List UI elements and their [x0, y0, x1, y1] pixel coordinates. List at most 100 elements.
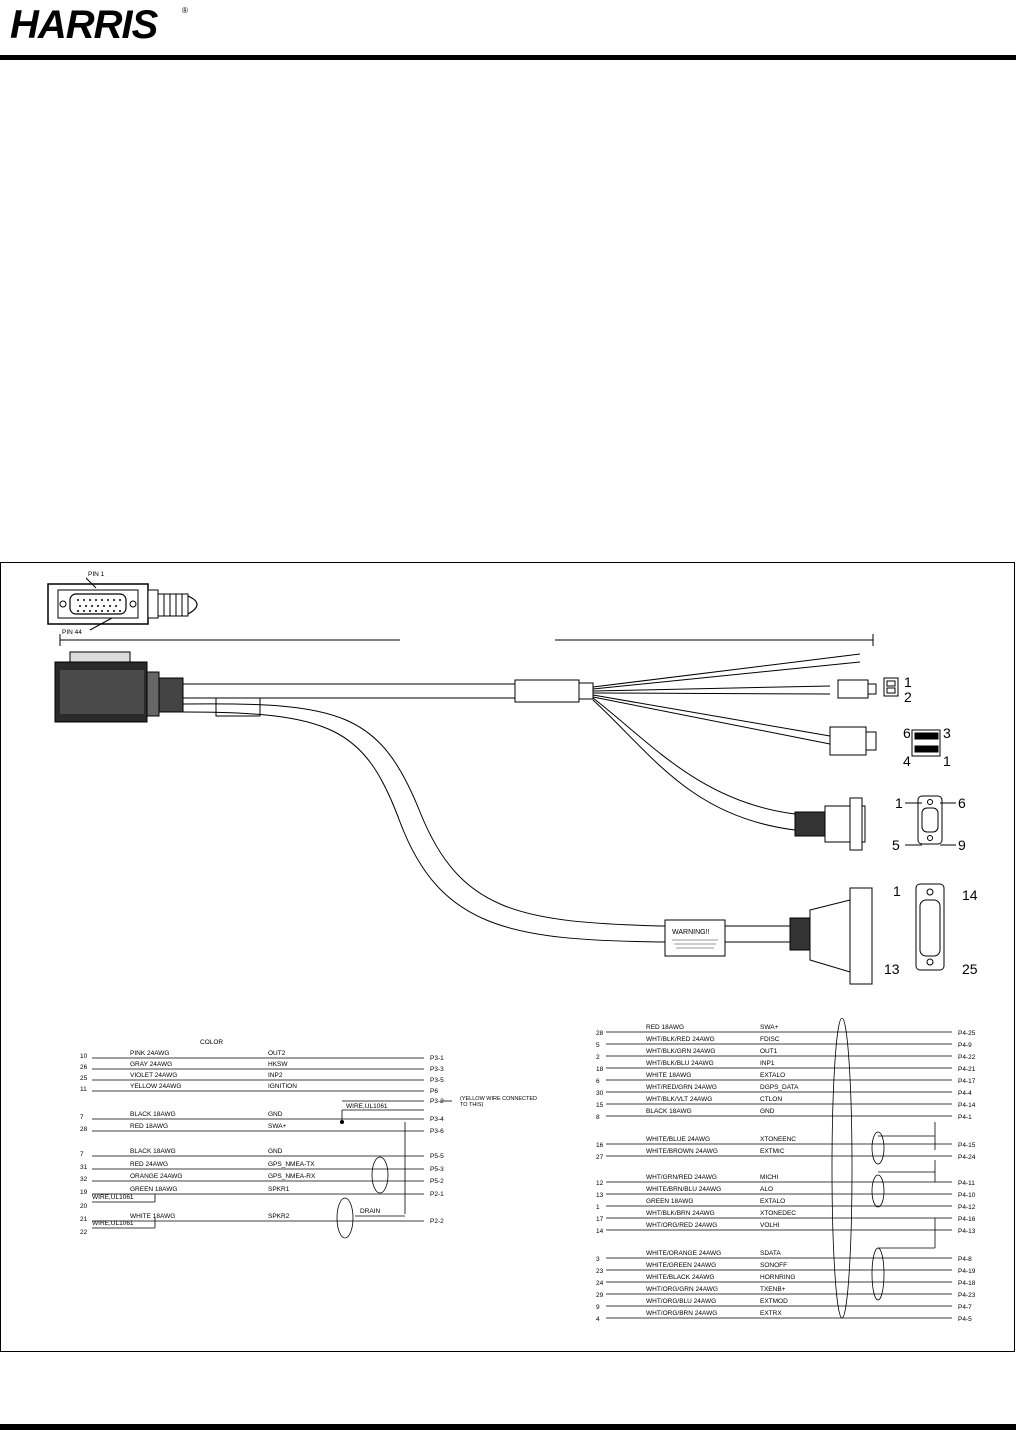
six-pin-4: 4	[903, 753, 911, 769]
right-row-dest: P4-9	[958, 1042, 972, 1049]
left-row-dest: P5-5	[430, 1153, 444, 1160]
db9-pin-5: 5	[892, 837, 900, 853]
power-pin-1: 1	[904, 674, 912, 690]
color-header: COLOR	[200, 1039, 223, 1046]
right-row-pin: 4	[596, 1316, 600, 1323]
right-row-signal: EXTALO	[760, 1198, 785, 1205]
left-row-dest: P5-3	[430, 1166, 444, 1173]
right-row-pin: 15	[596, 1102, 604, 1109]
left-row-signal: GPS_NMEA-TX	[268, 1161, 315, 1168]
wire-ul-label: WIRE,UL1061	[346, 1103, 388, 1110]
right-row-pin: 24	[596, 1280, 604, 1287]
six-pin-plug-icon	[829, 726, 941, 757]
left-row-pin: 10	[80, 1053, 88, 1060]
two-pin-plug-icon	[837, 677, 899, 699]
right-row-signal: SWA+	[760, 1024, 779, 1031]
right-row-wire: BLACK 18AWG	[646, 1108, 692, 1115]
right-row-dest: P4-16	[958, 1216, 976, 1223]
db44-connector-icon	[47, 577, 198, 631]
left-row-signal: IGNITION	[268, 1083, 297, 1090]
six-pin-1: 1	[943, 753, 951, 769]
right-row-signal: SDATA	[760, 1250, 781, 1257]
right-row-pin: 2	[596, 1054, 600, 1061]
right-row-wire: WHITE/BLUE 24AWG	[646, 1136, 710, 1143]
right-row-wire: WHT/ORG/BLU 24AWG	[646, 1298, 716, 1305]
right-row-signal: EXTRX	[760, 1310, 782, 1317]
right-row-pin: 27	[596, 1154, 604, 1161]
right-row-wire: WHT/BLK/BRN 24AWG	[646, 1210, 715, 1217]
left-row-wire: BLACK 18AWG	[130, 1111, 176, 1118]
right-row-dest: P4-10	[958, 1192, 976, 1199]
right-row-wire: WHITE/ORANGE 24AWG	[646, 1250, 721, 1257]
right-row-dest: P4-25	[958, 1030, 976, 1037]
pin-1-label: PIN 1	[88, 571, 105, 578]
yellow-wire-note-2: TO THIS)	[460, 1102, 483, 1108]
right-row-signal: GND	[760, 1108, 775, 1115]
right-row-signal: MICHI	[760, 1174, 779, 1181]
six-pin-6: 6	[903, 725, 911, 741]
right-row-dest: P4-5	[958, 1316, 972, 1323]
left-row-dest: P3-5	[430, 1077, 444, 1084]
right-row-signal: FDISC	[760, 1036, 780, 1043]
right-row-signal: XTONEDEC	[760, 1210, 796, 1217]
right-row-signal: CTLON	[760, 1096, 782, 1103]
right-row-signal: VOLHI	[760, 1222, 780, 1229]
right-row-dest: P4-24	[958, 1154, 976, 1161]
left-row-pin: 32	[80, 1176, 88, 1183]
left-row-pin: 20	[80, 1203, 88, 1210]
db9-connector-icon	[794, 795, 943, 851]
right-row-dest: P4-22	[958, 1054, 976, 1061]
right-row-signal: ALO	[760, 1186, 773, 1193]
right-extra-wires	[831, 1018, 936, 1319]
left-extra-wires	[92, 1100, 452, 1239]
right-row-wire: WHT/BLK/RED 24AWG	[646, 1036, 715, 1043]
left-row-signal: GPS_NMEA-RX	[268, 1173, 316, 1180]
left-row-dest: P3-6	[430, 1128, 444, 1135]
registered-mark: ®	[182, 6, 188, 15]
right-row-pin: 5	[596, 1042, 600, 1049]
right-row-signal: EXTMOD	[760, 1298, 788, 1305]
power-pin-2: 2	[904, 689, 912, 705]
right-row-signal: TXENB+	[760, 1286, 786, 1293]
cable-trunk	[182, 653, 861, 943]
harris-logo: HARRIS ®	[6, 0, 196, 52]
drain-label: DRAIN	[360, 1208, 381, 1215]
right-row-dest: P4-11	[958, 1180, 975, 1187]
warning-tag: WARNING!!	[664, 919, 726, 957]
left-row-dest: P6	[430, 1088, 438, 1095]
right-row-signal: HORNRING	[760, 1274, 795, 1281]
right-row-pin: 13	[596, 1192, 604, 1199]
left-row-pin: 22	[80, 1229, 88, 1236]
right-row-pin: 29	[596, 1292, 604, 1299]
right-row-dest: P4-4	[958, 1090, 972, 1097]
right-row-dest: P4-21	[958, 1066, 976, 1073]
right-row-dest: P4-23	[958, 1292, 976, 1299]
left-row-pin: 11	[80, 1086, 87, 1093]
warning-label: WARNING!!	[672, 929, 710, 936]
drawing-frame	[0, 562, 1015, 1352]
right-row-wire: WHT/GRN/RED 24AWG	[646, 1174, 717, 1181]
left-row-signal: SWA+	[268, 1123, 287, 1130]
yellow-wire-note-1: (YELLOW WIRE CONNECTED	[460, 1096, 537, 1102]
right-row-wire: RED 18AWG	[646, 1024, 684, 1031]
right-row-pin: 1	[596, 1204, 600, 1211]
left-row-pin: 28	[80, 1126, 88, 1133]
left-row-dest: P2-2	[430, 1218, 444, 1225]
left-row-signal: GND	[268, 1148, 283, 1155]
right-row-signal: EXTMIC	[760, 1148, 785, 1155]
left-row-signal: INP2	[268, 1072, 283, 1079]
left-row-wire: WHITE 18AWG	[130, 1213, 175, 1220]
right-row-dest: P4-8	[958, 1256, 972, 1263]
right-row-wire: WHT/BLK/BLU 24AWG	[646, 1060, 714, 1067]
right-row-pin: 3	[596, 1256, 600, 1263]
right-row-wire: WHITE 18AWG	[646, 1072, 691, 1079]
right-row-dest: P4-18	[958, 1280, 976, 1287]
header-rule	[0, 55, 1016, 60]
left-row-wire: RED 24AWG	[130, 1161, 168, 1168]
left-row-dest: P3-3	[430, 1066, 444, 1073]
right-row-pin: 8	[596, 1114, 600, 1121]
right-row-pin: 9	[596, 1304, 600, 1311]
right-row-signal: INP1	[760, 1060, 775, 1067]
footer-rule	[0, 1424, 1016, 1430]
